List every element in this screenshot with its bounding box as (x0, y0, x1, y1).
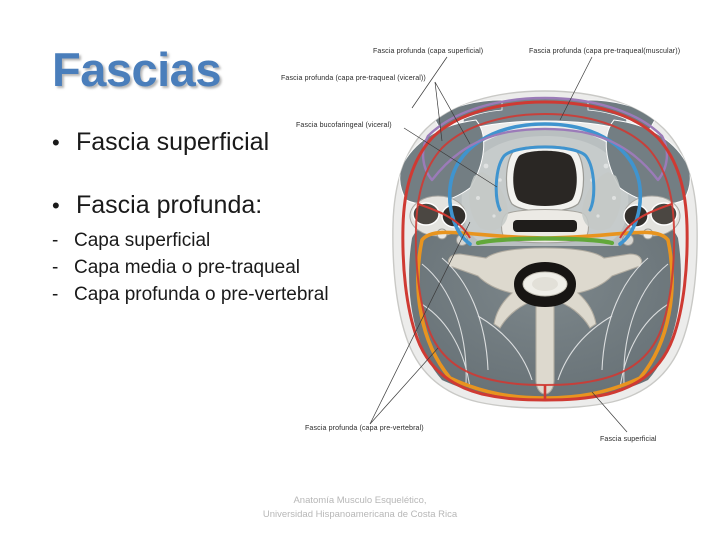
neck-cross-section-diagram (382, 88, 708, 410)
list-item: - Capa media o pre-traqueal (52, 257, 382, 279)
annotation-pre-vertebral: Fascia profunda (capa pre-vertebral) (305, 424, 424, 432)
footer-line-2: Universidad Hispanoamericana de Costa Ri… (262, 508, 458, 520)
cervical-vertebra (447, 247, 643, 395)
list-item: - Capa profunda o pre-vertebral (52, 284, 382, 306)
annotation-capa-superficial: Fascia profunda (capa superficial) (373, 47, 484, 55)
bullet-marker: • (52, 193, 60, 218)
fascia-bucofaringeal-green (475, 236, 615, 246)
bullet-marker: - (52, 230, 59, 251)
esophagus (500, 209, 590, 244)
trachea (505, 145, 585, 213)
bullet-text: Capa media o pre-traqueal (74, 257, 301, 278)
annotation-bucofaringeal: Fascia bucofaringeal (viceral) (296, 121, 392, 129)
list-item: • Fascia profunda: (52, 191, 382, 220)
bullet-list: • Fascia superficial • Fascia profunda: … (52, 128, 382, 311)
bullet-text: Fascia profunda: (76, 191, 263, 219)
bullet-text: Capa superficial (74, 230, 211, 251)
bullet-text: Capa profunda o pre-vertebral (74, 284, 329, 305)
list-item: - Capa superficial (52, 230, 382, 252)
footer-line-1: Anatomía Musculo Esquelético, (293, 495, 427, 506)
bullet-marker: - (52, 257, 59, 278)
annotation-fascia-superficial: Fascia superficial (600, 435, 657, 443)
list-spacer (52, 161, 382, 191)
footer: Anatomía Musculo Esquelético, Universida… (0, 494, 720, 522)
page-title: Fascias (52, 43, 221, 96)
bullet-text: Fascia superficial (76, 128, 270, 156)
list-item: • Fascia superficial (52, 128, 382, 157)
annotation-pre-traqueal-muscular: Fascia profunda (capa pre-traqueal(muscu… (529, 47, 681, 55)
annotation-pre-traqueal-viceral: Fascia profunda (capa pre-traqueal (vice… (281, 74, 426, 82)
bullet-marker: • (52, 130, 60, 155)
bullet-marker: - (52, 284, 59, 305)
